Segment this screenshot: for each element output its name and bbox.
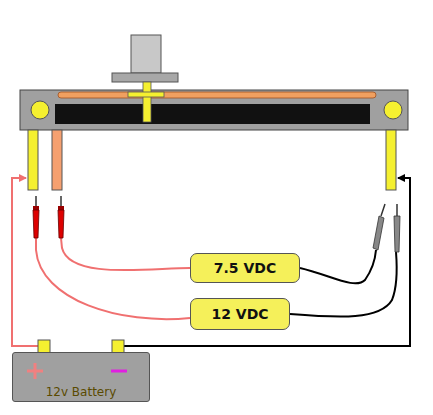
knob-base <box>112 73 178 82</box>
wiper-pin <box>52 130 62 190</box>
voltage-reading: 7.5 VDC <box>214 260 276 276</box>
wiper-track <box>58 92 376 98</box>
black-probe <box>394 204 400 252</box>
mounting-hole <box>384 101 402 119</box>
red-probe <box>33 196 39 238</box>
red-test-lead <box>61 238 190 270</box>
plus-symbol <box>27 363 43 379</box>
positive-wire <box>12 178 38 346</box>
slider-knob <box>131 35 161 73</box>
meter-reading-box: 7.5 VDC <box>190 253 300 283</box>
end-pin <box>386 130 396 190</box>
black-test-lead <box>300 250 376 283</box>
minus-symbol <box>111 370 127 373</box>
wiper-stem <box>143 82 151 122</box>
black-probe <box>373 204 385 250</box>
wiper-contact <box>128 92 164 97</box>
battery-label: 12v Battery <box>46 385 117 399</box>
meter-reading-box: 12 VDC <box>190 298 290 330</box>
resistive-slot <box>55 104 370 124</box>
red-test-lead <box>36 238 190 319</box>
negative-wire <box>124 178 410 346</box>
potentiometer-body <box>20 90 408 130</box>
end-pin <box>28 130 38 190</box>
voltage-reading: 12 VDC <box>211 306 268 322</box>
red-probe <box>58 196 64 238</box>
battery: 12v Battery <box>12 352 150 402</box>
mounting-hole <box>31 101 49 119</box>
black-test-lead <box>290 252 397 317</box>
